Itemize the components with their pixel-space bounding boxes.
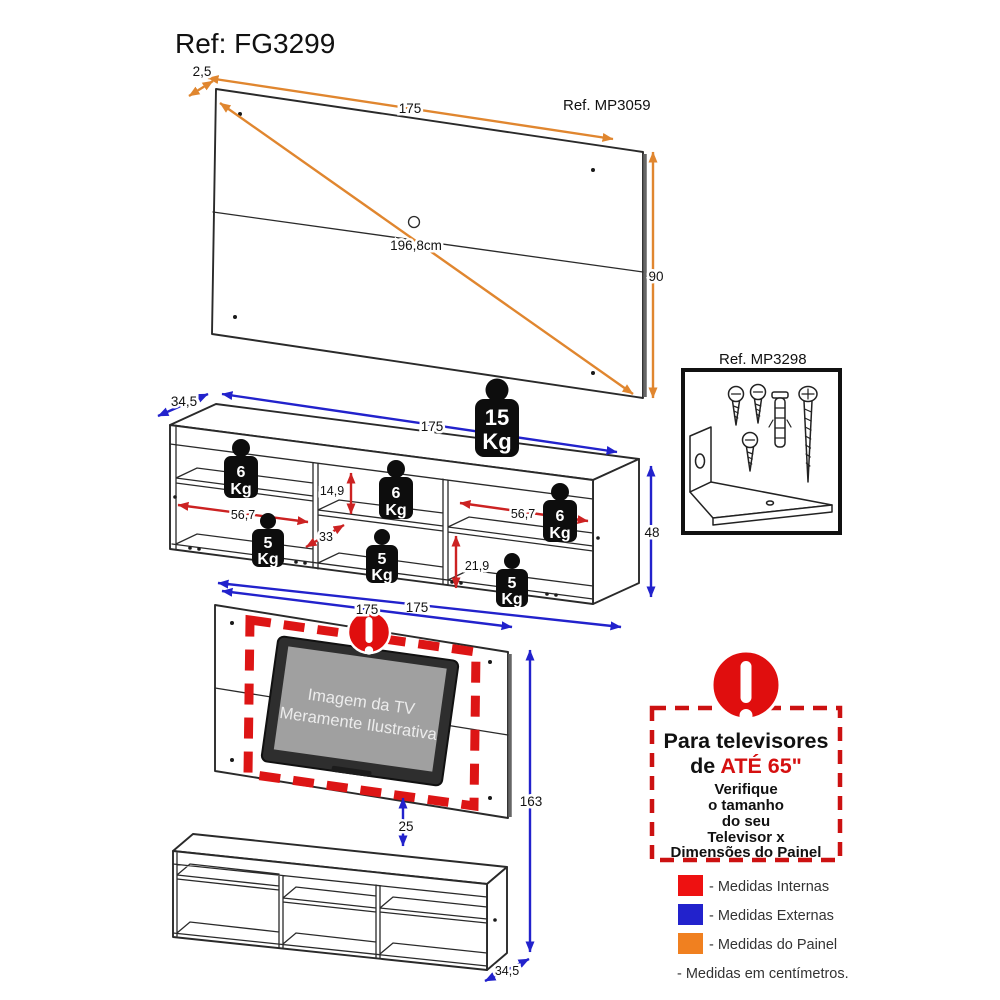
panel-hole-dot [591,371,595,375]
tv-illustration: Imagem da TV Meramente Ilustrativa [260,635,460,787]
assembly-depth-arrow [484,957,530,983]
assembly-depth-label: 34,5 [495,964,519,978]
weight-value: 5 [264,535,273,552]
rack-height-label: 48 [644,525,659,540]
legend-swatch-external [678,904,703,925]
bracket-icon [689,426,833,526]
legend-label-internal: - Medidas Internas [709,879,829,895]
warning-title-line2: de ATÉ 65" [690,753,802,778]
panel-diagonal-arrow [219,102,634,395]
weight-icon-bottom-mid: 5 Kg [366,529,398,584]
rack-right-lower-height-label: 21,9 [465,559,489,573]
hardware-ref-label: Ref. MP3298 [719,351,807,368]
assembly-width-label: 175 [356,602,379,617]
weight-unit: Kg [371,567,392,584]
page-title: Ref: FG3299 [175,28,335,59]
weight-icon-top: 15 Kg [475,378,519,457]
screw-icon [727,385,745,426]
assembly-gap-label: 25 [398,819,413,834]
warning-icon [346,609,392,655]
rack-left-width-arrow [177,501,309,526]
warning-title-line2-highlight: ATÉ 65" [720,753,802,778]
rack-depth-arrow [157,392,209,418]
weight-unit: Kg [549,525,570,542]
weight-value: 15 [485,405,509,430]
weight-unit: Kg [230,481,251,498]
warning-note-line: Dimensões do Painel [671,844,822,861]
rack-width-arrow [221,391,618,455]
assembly-height-label: 163 [520,794,543,809]
warning-icon [710,649,782,722]
panel-height-label: 90 [648,269,663,284]
weight-unit: Kg [257,551,278,568]
wall-anchor-icon [768,391,792,448]
rack-mid-width-arrow [305,523,345,549]
rack-right-width-label: 56,7 [511,507,535,521]
legend-label-panel: - Medidas do Painel [709,937,837,953]
weight-value: 6 [237,464,246,481]
weight-icon-shelf-left: 6 Kg [224,439,258,498]
warning-note-line: Verifique [714,781,777,798]
weight-value: 5 [508,575,517,592]
tv-size-warning-box: Para televisores de ATÉ 65" Verifique o … [649,649,843,863]
weight-icon-bottom-left: 5 Kg [252,513,284,568]
rack-diagram: 34,5 175 48 175 56,7 14,9 33 21,9 56,7 1… [157,378,662,631]
screw-icon [741,431,759,472]
panel-thickness-label: 2,5 [193,64,212,79]
weight-value: 6 [556,508,565,525]
weight-value: 6 [392,485,401,502]
long-screw-icon [798,385,818,483]
panel-diagram: 2,5 175 196,8cm 90 Ref. MP3059 [188,62,666,399]
warning-note-line: do seu [722,813,770,830]
rack-width-bottom-label: 175 [406,600,429,615]
weight-unit: Kg [501,591,522,608]
panel-ref-label: Ref. MP3059 [563,97,651,114]
warning-title-line2-prefix: de [690,754,720,778]
panel-width-label: 175 [399,101,422,116]
legend-label-external: - Medidas Externas [709,908,834,924]
weight-value: 5 [378,551,387,568]
tv-zone-dashed-border [243,614,481,812]
warning-note-line: o tamanho [708,797,784,814]
panel-hole-dot [591,168,595,172]
assembly-rack-line-art [172,852,488,967]
weight-unit: Kg [482,429,511,454]
panel-hole-dot [233,315,237,319]
assembly-diagram: Imagem da TV Meramente Ilustrativa 175 1… [172,587,545,983]
weight-unit: Kg [385,502,406,519]
screw-icon [749,383,767,424]
rack-left-width-label: 56,7 [231,508,255,522]
panel-thickness-arrow [188,79,214,98]
assembly-width-arrow [221,587,513,631]
weight-icon-shelf-mid: 6 Kg [379,460,413,519]
legend: - Medidas Internas - Medidas Externas - … [677,875,849,982]
warning-title-line1: Para televisores [664,729,829,753]
warning-note-line: Televisor x [707,829,785,846]
weight-icon-shelf-right: 6 Kg [543,483,577,542]
rack-mid-width-label: 33 [319,530,333,544]
legend-swatch-internal [678,875,703,896]
legend-note: - Medidas em centímetros. [677,966,849,982]
rack-right-face [592,458,640,605]
legend-swatch-panel [678,933,703,954]
rack-width-label: 175 [421,419,444,434]
rack-depth-label: 34,5 [171,394,197,409]
rack-mid-shelf-height-label: 14,9 [320,484,344,498]
hardware-kit: Ref. MP3298 [681,351,842,535]
assembly-rack-right-face [486,866,508,971]
panel-diagonal-label: 196,8cm [390,238,442,253]
